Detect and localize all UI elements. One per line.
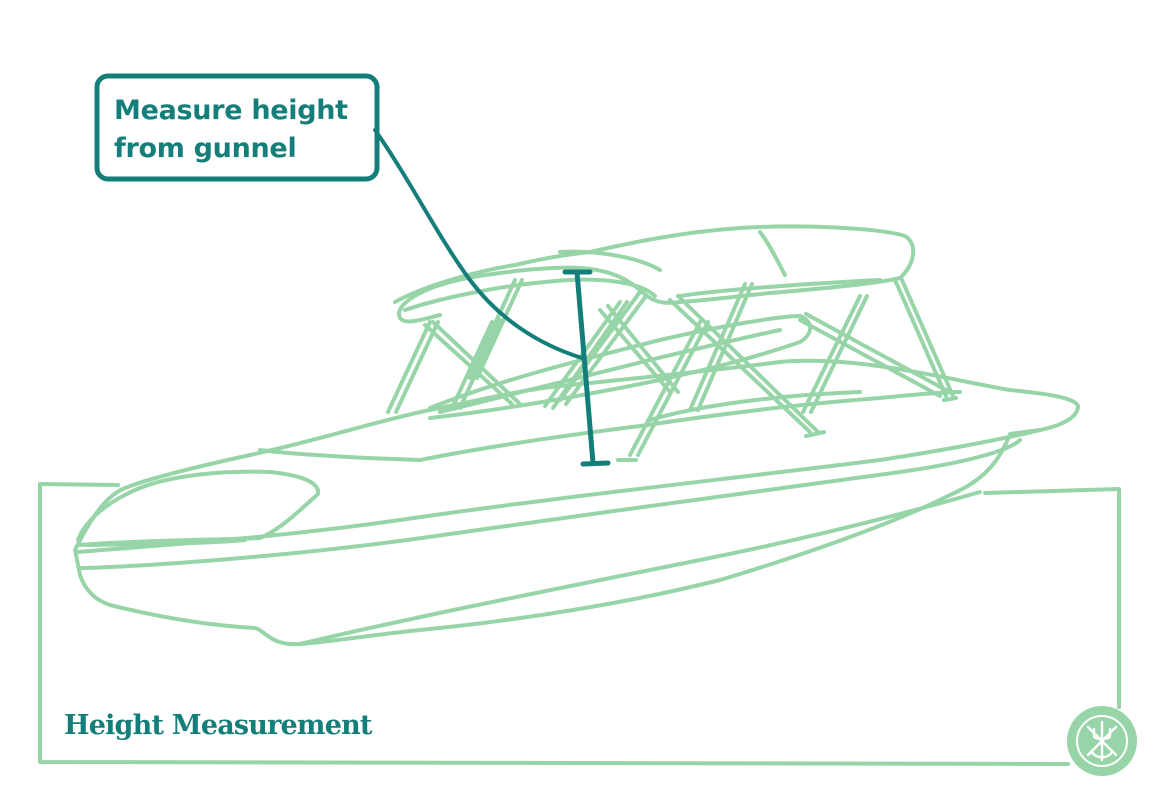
bimini-top [393,224,916,324]
callout-line-2: from gunnel [114,133,297,164]
diagram-caption: Height Measurement [64,710,372,741]
callout-label: Measure height from gunnel [114,92,364,168]
callout-box [94,73,380,182]
diagram-frame [38,482,1121,766]
height-measurement-marker [373,128,611,467]
callout-line-1: Measure height [114,95,348,126]
callout-leader-line [373,128,584,360]
trident-anchor-badge-icon [1067,706,1137,776]
canopy-frame-struts [386,278,958,462]
boat-hull [73,314,1080,647]
